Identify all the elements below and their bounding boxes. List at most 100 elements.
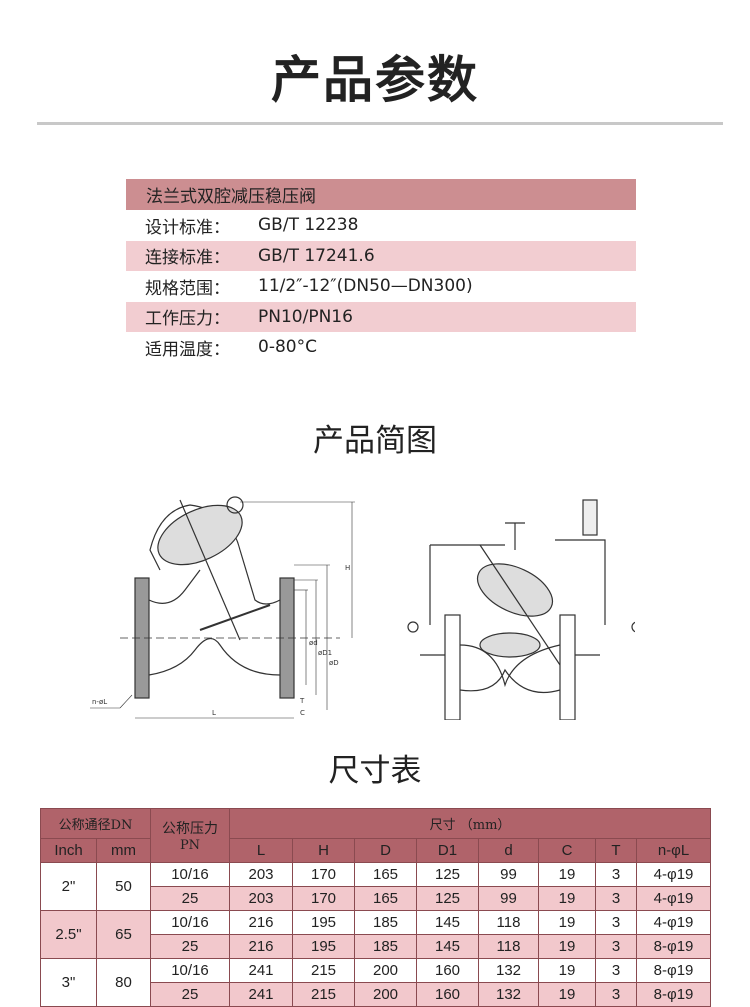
cell-inch: 2" xyxy=(40,862,97,911)
header-pn-label: 公称压力 xyxy=(162,821,218,837)
cell-mm: 65 xyxy=(96,910,151,959)
cell-mm: 80 xyxy=(96,958,151,1007)
header-col: T xyxy=(595,838,637,863)
param-row: 工作压力： PN10/PN16 xyxy=(126,301,636,332)
header-inch: Inch xyxy=(40,838,97,863)
table-cell: 170 xyxy=(292,862,355,887)
table-cell: 195 xyxy=(292,910,355,935)
valve-section-drawing: H ød øD1 øD L T C n-øL xyxy=(90,496,355,719)
dim-nl-label: n-øL xyxy=(92,698,107,706)
table-cell: 8-φ19 xyxy=(635,958,712,983)
header-col: D xyxy=(354,838,417,863)
table-cell: 8-φ19 xyxy=(635,982,712,1007)
table-cell: 145 xyxy=(416,910,479,935)
param-label: 连接标准： xyxy=(145,248,230,269)
header-col: H xyxy=(292,838,355,863)
header-col: L xyxy=(229,838,293,863)
dim-d-label: ød xyxy=(309,639,318,647)
header-col: d xyxy=(478,838,539,863)
table-cell: 3 xyxy=(595,910,637,935)
table-cell: 125 xyxy=(416,886,479,911)
param-label: 规格范围： xyxy=(145,278,230,299)
param-value: 11/2″-12″(DN50—DN300) xyxy=(258,276,473,297)
table-cell: 165 xyxy=(354,862,417,887)
param-label: 工作压力： xyxy=(145,309,230,330)
table-cell: 4-φ19 xyxy=(635,862,712,887)
table-cell: 216 xyxy=(229,934,293,959)
dim-d1-label: øD1 xyxy=(318,649,332,657)
table-cell: 185 xyxy=(354,934,417,959)
param-value: PN10/PN16 xyxy=(258,306,353,327)
table-cell: 216 xyxy=(229,910,293,935)
diagram-title: 产品简图 xyxy=(313,423,437,459)
table-cell: 99 xyxy=(478,862,539,887)
params-heading: 法兰式双腔减压稳压阀 xyxy=(126,179,636,210)
param-row: 规格范围： 11/2″-12″(DN50—DN300) xyxy=(126,271,636,302)
table-cell: 4-φ19 xyxy=(635,910,712,935)
header-col: D1 xyxy=(416,838,479,863)
table-cell: 203 xyxy=(229,886,293,911)
table-cell: 203 xyxy=(229,862,293,887)
table-cell: 195 xyxy=(292,934,355,959)
table-cell: 19 xyxy=(538,910,596,935)
cell-mm: 50 xyxy=(96,862,151,911)
table-cell: 10/16 xyxy=(150,958,230,983)
table-cell: 3 xyxy=(595,862,637,887)
table-cell: 25 xyxy=(150,886,230,911)
param-row: 适用温度： 0-80°C xyxy=(126,332,636,363)
table-cell: 145 xyxy=(416,934,479,959)
table-cell: 125 xyxy=(416,862,479,887)
table-cell: 3 xyxy=(595,982,637,1007)
header-col: n-φL xyxy=(635,838,712,863)
table-cell: 185 xyxy=(354,910,417,935)
table-cell: 132 xyxy=(478,958,539,983)
param-value: GB/T 12238 xyxy=(258,215,359,236)
table-cell: 25 xyxy=(150,982,230,1007)
table-cell: 160 xyxy=(416,958,479,983)
table-cell: 200 xyxy=(354,982,417,1007)
param-label: 适用温度： xyxy=(145,339,230,360)
table-cell: 241 xyxy=(229,958,293,983)
table-cell: 170 xyxy=(292,886,355,911)
param-row: 连接标准： GB/T 17241.6 xyxy=(126,240,636,271)
header-size: 尺寸 （mm） xyxy=(228,808,712,839)
table-cell: 3 xyxy=(595,934,637,959)
table-cell: 215 xyxy=(292,958,355,983)
page-title: 产品参数 xyxy=(271,51,479,109)
table-cell: 132 xyxy=(478,982,539,1007)
table-cell: 200 xyxy=(354,958,417,983)
table-cell: 10/16 xyxy=(150,862,230,887)
param-value: GB/T 17241.6 xyxy=(258,245,375,266)
table-cell: 165 xyxy=(354,886,417,911)
table-cell: 19 xyxy=(538,862,596,887)
dim-h-label: H xyxy=(345,564,350,572)
valve-piping-drawing xyxy=(407,499,635,720)
table-cell: 19 xyxy=(538,934,596,959)
table-cell: 160 xyxy=(416,982,479,1007)
header-col: C xyxy=(538,838,596,863)
header-dn: 公称通径DN xyxy=(40,808,151,839)
table-title: 尺寸表 xyxy=(328,753,422,789)
param-label: 设计标准： xyxy=(145,217,230,238)
param-row: 设计标准： GB/T 12238 xyxy=(126,210,636,241)
table-cell: 25 xyxy=(150,934,230,959)
cell-inch: 3" xyxy=(40,958,97,1007)
table-cell: 19 xyxy=(538,958,596,983)
header-pn-unit: PN xyxy=(179,838,201,853)
dim-dd-label: øD xyxy=(329,659,339,667)
table-cell: 19 xyxy=(538,886,596,911)
table-cell: 4-φ19 xyxy=(635,886,712,911)
header-mm: mm xyxy=(96,838,151,863)
param-value: 0-80°C xyxy=(258,337,317,358)
table-cell: 118 xyxy=(478,934,539,959)
params-box: 法兰式双腔减压稳压阀 设计标准： GB/T 12238 连接标准： GB/T 172… xyxy=(126,179,636,363)
table-cell: 8-φ19 xyxy=(635,934,712,959)
dim-c-label: C xyxy=(300,709,305,717)
table-cell: 3 xyxy=(595,886,637,911)
